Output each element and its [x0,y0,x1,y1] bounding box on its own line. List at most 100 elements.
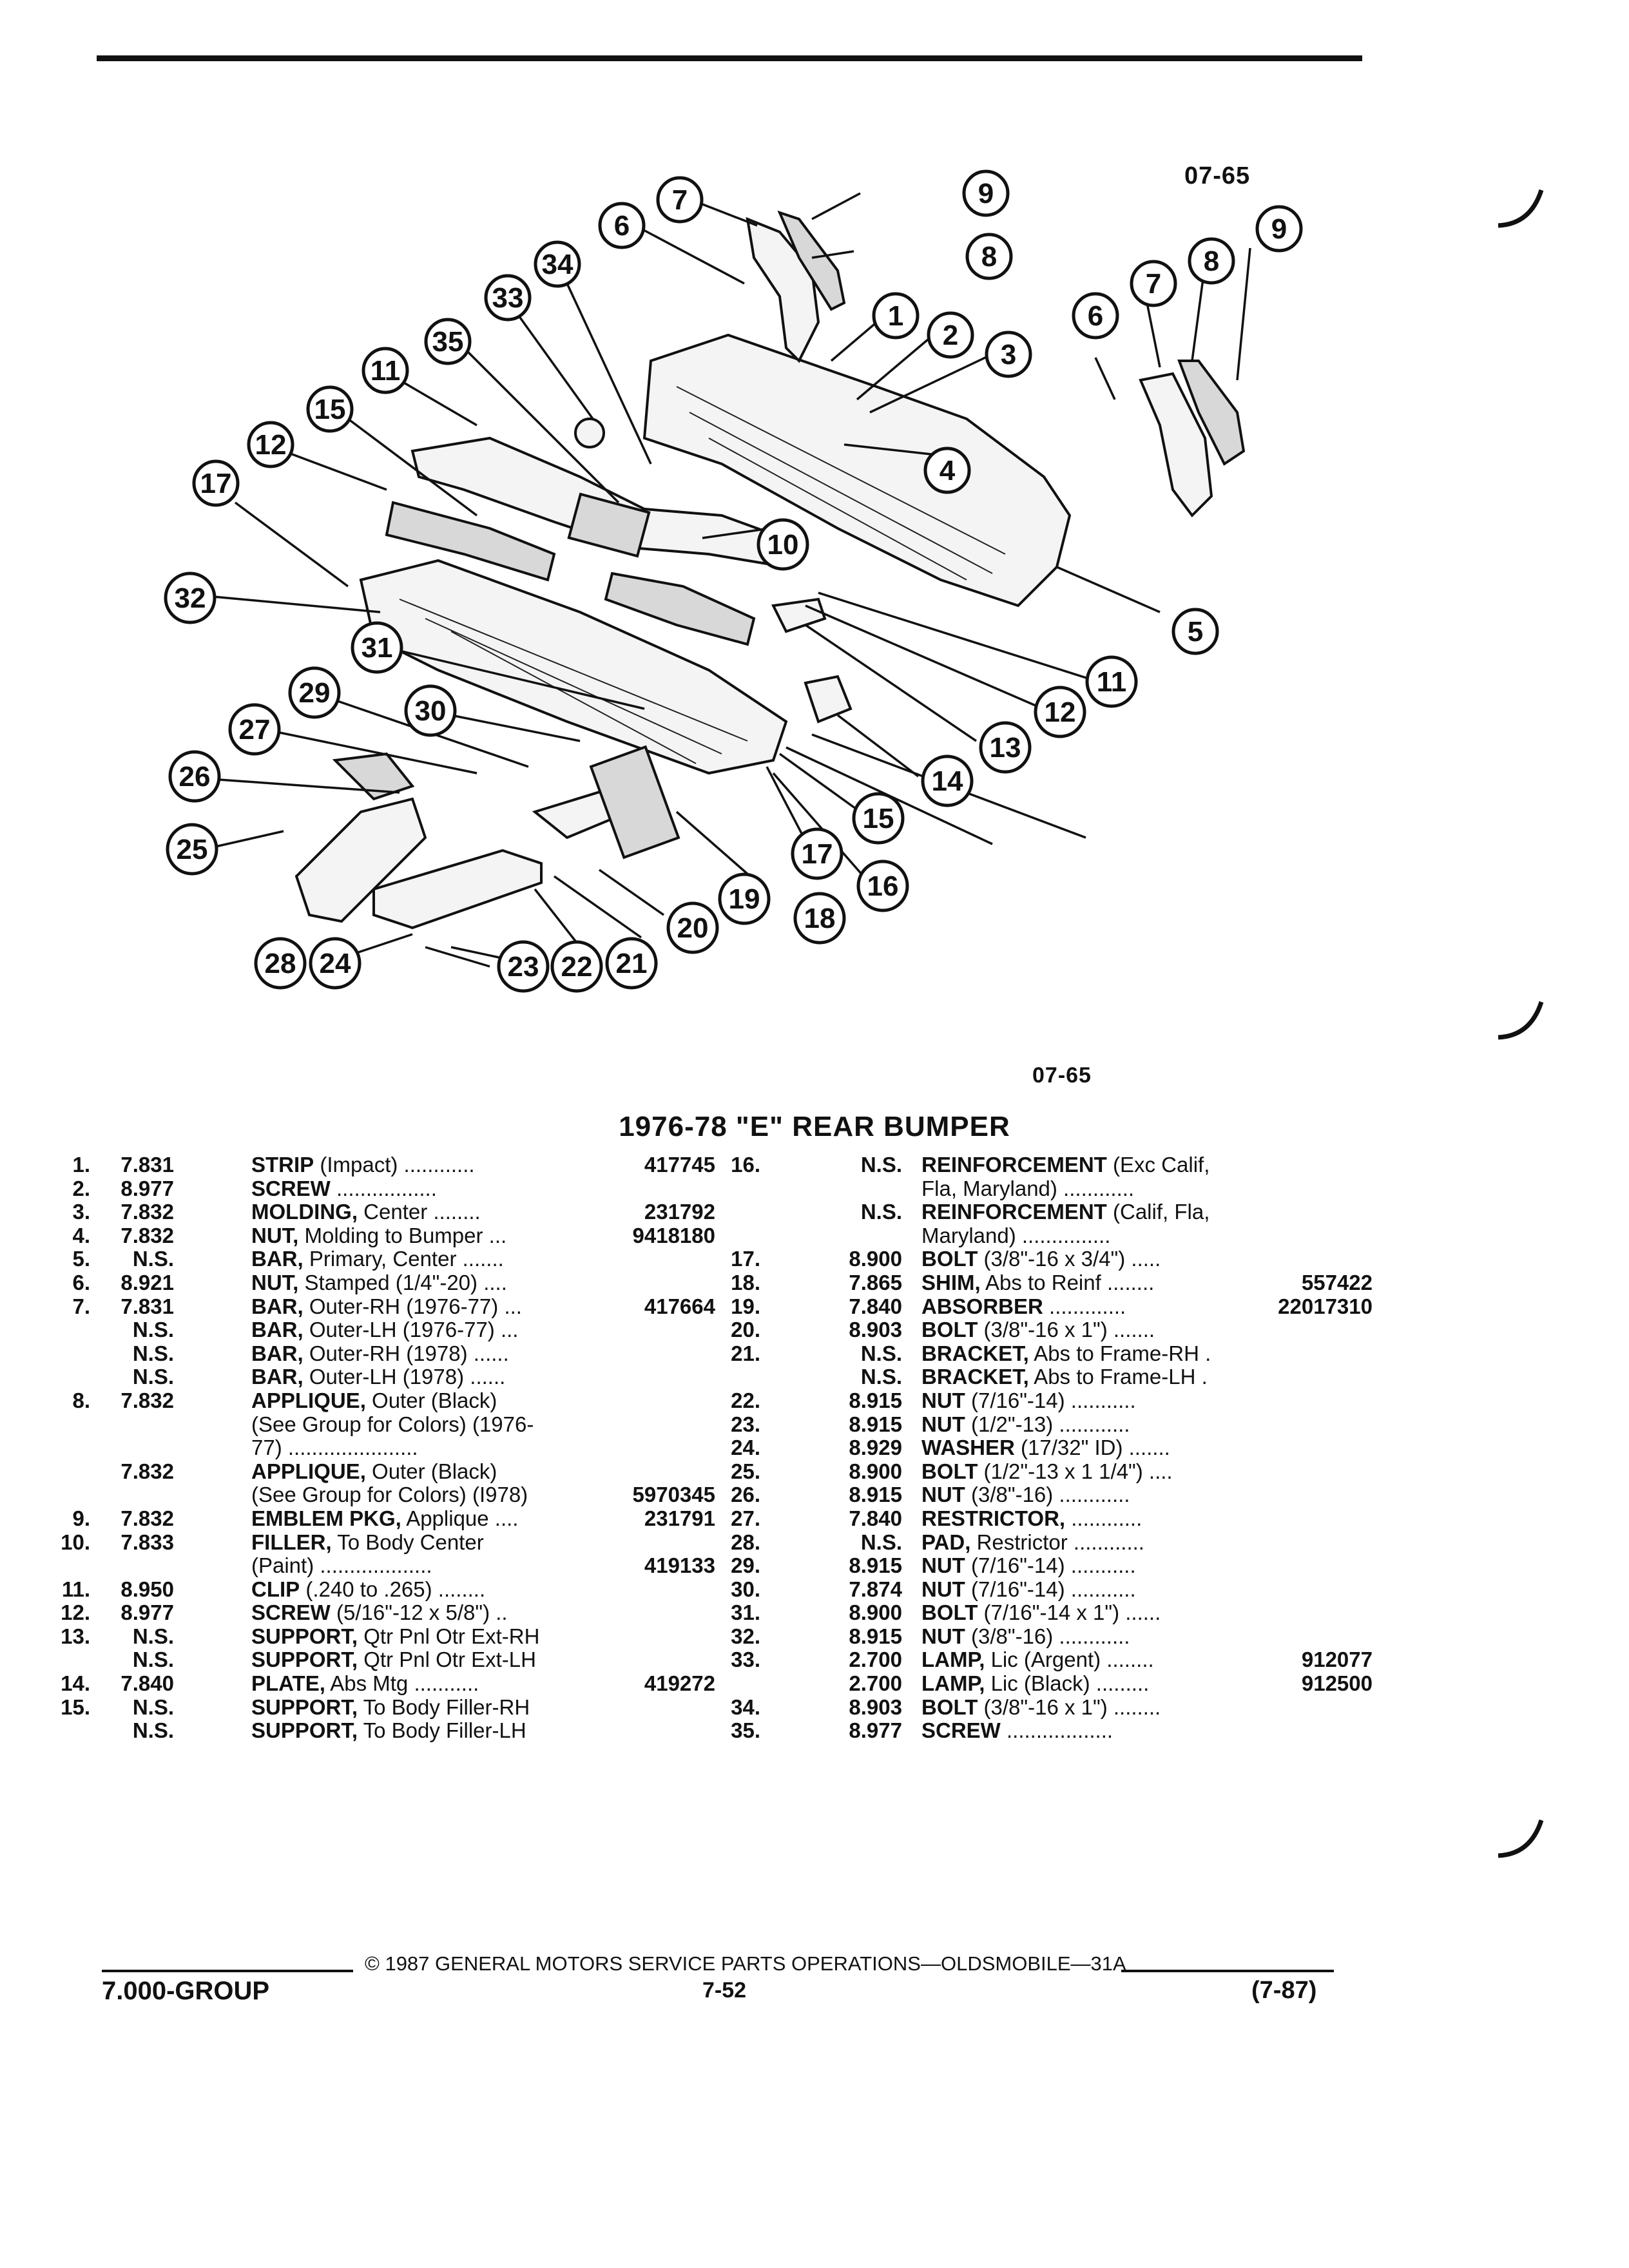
abs-mounting-plate [804,675,853,724]
part-qualifier: Outer-LH (1978) ...... [303,1365,506,1389]
svg-text:18: 18 [804,903,836,934]
part-description: SCREW ................. [251,1177,437,1201]
binder-mark-middle [1498,1001,1544,1040]
part-name: EMBLEM PKG, [251,1506,401,1530]
qtr-panel-support [771,597,827,633]
part-num: 22. [731,1388,760,1412]
part-num: 13. [61,1624,90,1648]
part-qualifier: (7/16"-14 x 1") ...... [978,1600,1161,1625]
part-grp: N.S. [132,1341,174,1365]
part-qualifier: Outer-RH (1978) ...... [303,1341,509,1365]
part-grp: 8.915 [849,1483,902,1507]
callout-23: 23 [497,940,550,993]
part-description: BOLT (1/2"-13 x 1 1/4") .... [921,1459,1173,1484]
part-qualifier: (1/2"-13 x 1 1/4") .... [978,1459,1173,1483]
part-description: SUPPORT, Qtr Pnl Otr Ext-LH [251,1648,536,1672]
part-description: ABSORBER ............. [921,1294,1126,1319]
footer-rule-right [1121,1970,1334,1972]
part-name: APPLIQUE, [251,1459,366,1483]
part-grp: 7.831 [120,1294,174,1318]
part-description: NUT (7/16"-14) ........... [921,1577,1136,1602]
callout-33: 33 [484,274,532,322]
part-name: BRACKET, [921,1341,1029,1365]
part-num: 15. [61,1695,90,1719]
callout-12-left: 12 [247,421,294,468]
svg-text:21: 21 [616,948,648,979]
part-num: 4. [72,1223,90,1247]
part-qualifier: Lic (Argent) ........ [985,1648,1154,1672]
svg-text:19: 19 [729,883,760,915]
svg-text:31: 31 [361,632,393,664]
part-pn: 417664 [644,1294,715,1318]
part-qualifier: To Body Filler-RH [358,1695,530,1719]
part-description: EMBLEM PKG, Applique .... [251,1506,518,1531]
svg-text:12: 12 [255,429,287,461]
part-num: 7. [72,1294,90,1318]
part-pn: 912500 [1301,1671,1373,1696]
group-label: 7.000-GROUP [102,1977,270,2005]
part-num: 33. [731,1648,760,1672]
part-grp: 8.950 [120,1577,174,1601]
part-pn: 231791 [644,1506,715,1530]
part-grp: N.S. [132,1318,174,1342]
part-grp: 8.915 [849,1553,902,1578]
part-name: PLATE, [251,1671,325,1696]
callout-27: 27 [228,703,281,756]
part-description: BOLT (3/8"-16 x 1") ....... [921,1318,1155,1342]
part-name: NUT [921,1577,965,1601]
part-qualifier: ................. [330,1176,437,1200]
svg-text:22: 22 [561,951,593,983]
part-description: SCREW (5/16"-12 x 5/8") .. [251,1600,508,1625]
part-description: STRIP (Impact) ............ [251,1153,475,1177]
part-num: 16. [731,1153,760,1177]
part-description: Maryland) ............... [921,1224,1110,1248]
part-name: SUPPORT, [251,1648,358,1672]
part-grp: 8.900 [849,1247,902,1271]
svg-text:7: 7 [672,184,688,216]
part-description: BAR, Outer-RH (1976-77) ... [251,1294,522,1319]
callout-35: 35 [424,318,472,365]
part-name: FILLER, [251,1530,332,1554]
part-qualifier: Primary, Center ....... [303,1247,504,1271]
svg-text:1: 1 [888,300,903,332]
svg-text:9: 9 [1271,213,1287,245]
part-name: LAMP, [921,1648,985,1672]
part-qualifier: To Body Filler-LH [358,1718,526,1743]
part-description: (See Group for Colors) (I978) [251,1483,528,1507]
part-qualifier: (Calif, Fla, [1106,1200,1210,1224]
part-name: BOLT [921,1695,978,1719]
part-description: BRACKET, Abs to Frame-RH . [921,1341,1211,1366]
part-name: BOLT [921,1247,978,1271]
part-qualifier: (3/8"-16 x 1") ........ [978,1695,1161,1719]
part-grp: N.S. [132,1695,174,1719]
part-description: MOLDING, Center ........ [251,1200,481,1224]
part-num: 20. [731,1318,760,1342]
license-lamp [574,418,605,448]
part-pn: 557422 [1301,1270,1373,1294]
part-grp: N.S. [132,1365,174,1389]
part-grp: 7.840 [849,1294,902,1318]
part-description: NUT, Stamped (1/4"-20) .... [251,1271,507,1295]
part-grp: N.S. [860,1153,902,1177]
part-name: BOLT [921,1600,978,1625]
part-description: BAR, Outer-LH (1978) ...... [251,1365,505,1389]
part-description: (See Group for Colors) (1976- [251,1412,534,1437]
part-qualifier: Qtr Pnl Otr Ext-LH [358,1648,536,1672]
svg-text:3: 3 [1001,339,1016,370]
callout-8-right: 8 [1188,237,1235,285]
part-pn: 231792 [644,1200,715,1224]
part-qualifier: Outer-LH (1976-77) ... [303,1318,519,1342]
part-grp: N.S. [132,1624,174,1648]
part-grp: N.S. [132,1648,174,1672]
part-num: 11. [61,1577,90,1601]
part-description: NUT, Molding to Bumper ... [251,1224,506,1248]
illustration-code-top: 07-65 [1184,162,1251,189]
part-qualifier: Abs to Frame-LH . [1028,1365,1208,1389]
callout-11-left: 11 [361,347,409,394]
part-qualifier: .................. [1000,1718,1113,1743]
callout-4: 4 [923,447,971,494]
illustration-code-bottom: 07-65 [1032,1063,1092,1088]
revision-date: (7-87) [1251,1977,1317,2004]
svg-text:30: 30 [415,695,447,727]
callout-25: 25 [166,823,218,876]
